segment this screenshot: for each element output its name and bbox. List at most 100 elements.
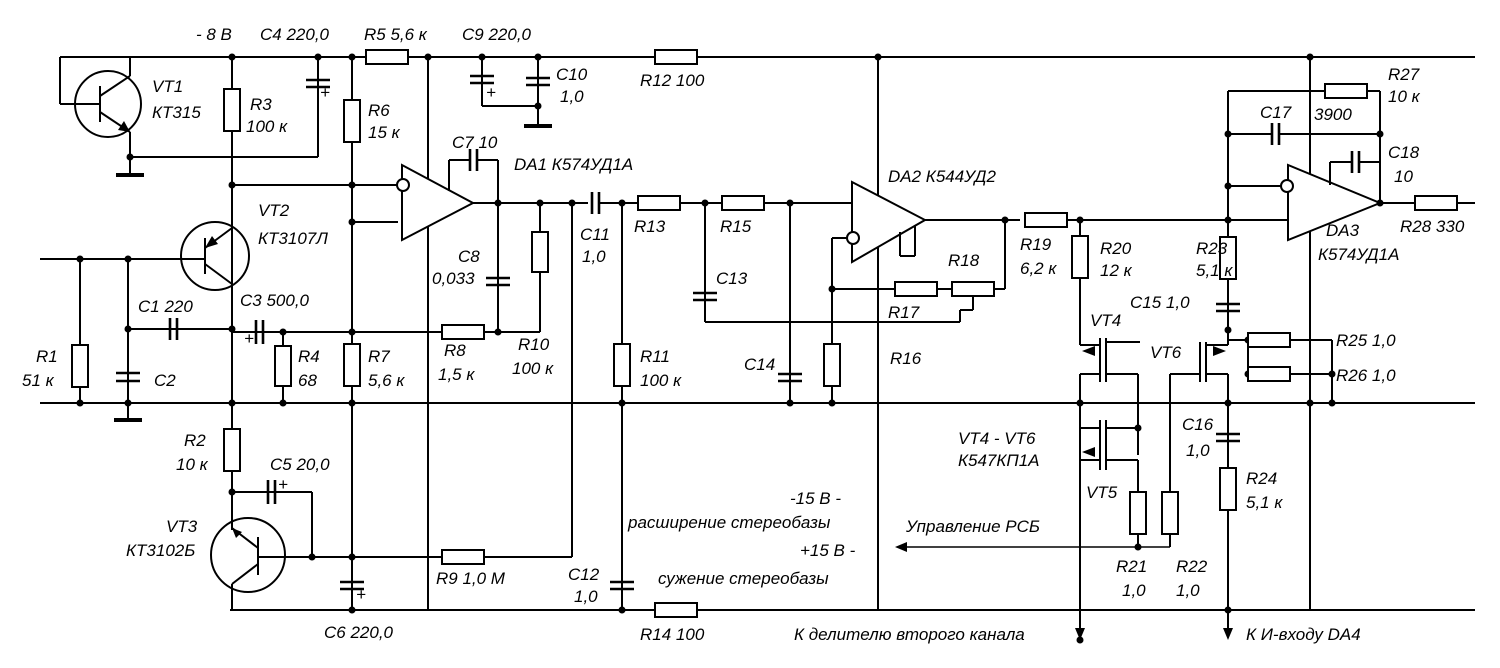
- r4-resistor: [274, 345, 292, 387]
- r2-label: R2: [184, 431, 206, 450]
- r22-resistor: [1161, 491, 1179, 535]
- da4-note: К И-входу DA4: [1246, 625, 1361, 644]
- r8-label: R8: [444, 341, 466, 360]
- vt1-label: VT1: [152, 77, 183, 96]
- vt6-label: VT6: [1150, 343, 1182, 362]
- r17-label: R17: [888, 303, 920, 322]
- r27-resistor: [1324, 83, 1368, 99]
- r11-value: 100 к: [640, 371, 682, 390]
- c8-value: 0,033: [432, 269, 475, 288]
- r20-resistor: [1071, 235, 1089, 279]
- c6-label: C6 220,0: [324, 623, 394, 642]
- c4-label: C4 220,0: [260, 25, 330, 44]
- r28-label: R28 330: [1400, 217, 1465, 236]
- c7-label: C7 10: [452, 133, 498, 152]
- vt1-transistor: [59, 56, 318, 177]
- r24-resistor: [1219, 467, 1237, 511]
- power-rails: [40, 56, 1475, 611]
- r17-resistor: [894, 281, 938, 297]
- r7-value: 5,6 к: [368, 371, 405, 390]
- r4-value: 68: [298, 371, 317, 390]
- vt46-type-label: К547КП1А: [958, 451, 1040, 470]
- r4-label: R4: [298, 347, 320, 366]
- vt3-type: КТ3102Б: [126, 541, 195, 560]
- r21-value: 1,0: [1122, 581, 1146, 600]
- c5-label: C5 20,0: [270, 455, 330, 474]
- r7-label: R7: [368, 347, 390, 366]
- r1-value: 51 к: [22, 371, 55, 390]
- r20-label: R20: [1100, 239, 1132, 258]
- svg-text:+: +: [278, 475, 288, 494]
- r10-resistor: [531, 231, 549, 273]
- r27-label: R27: [1388, 65, 1420, 84]
- widen-note: расширение стереобазы: [627, 513, 831, 532]
- r22-label: R22: [1176, 557, 1208, 576]
- c12-label: C12: [568, 565, 600, 584]
- r11-resistor: [613, 343, 631, 387]
- r13-label: R13: [634, 217, 666, 236]
- r6-resistor: [343, 99, 361, 143]
- r16-label: R16: [890, 349, 922, 368]
- r28-resistor: [1414, 195, 1458, 211]
- da2-label: DA2 К544УД2: [888, 167, 996, 186]
- vt4-label: VT4: [1090, 311, 1121, 330]
- c16-value: 1,0: [1186, 441, 1210, 460]
- r1-resistor: [71, 344, 89, 388]
- vt5-label: VT5: [1086, 483, 1118, 502]
- vt46-range-label: VT4 - VT6: [958, 429, 1036, 448]
- r13-resistor: [637, 195, 681, 211]
- r3-label: R3: [250, 95, 272, 114]
- da3-type: К574УД1А: [1318, 245, 1399, 264]
- r10-label: R10: [518, 335, 550, 354]
- labels: - 8 В C4 220,0 R5 5,6 к C9 220,0 C10 1,0…: [22, 25, 1465, 644]
- r7-resistor: [343, 343, 361, 387]
- r21-label: R21: [1116, 557, 1147, 576]
- c3-label: C3 500,0: [240, 291, 310, 310]
- c12-value: 1,0: [574, 587, 598, 606]
- neg15-note: -15 В -: [790, 489, 841, 508]
- r2-resistor: [223, 428, 241, 472]
- c14-label: C14: [744, 355, 775, 374]
- r23-value: 5,1 к: [1196, 261, 1233, 280]
- r8-value: 1,5 к: [438, 365, 475, 384]
- c15-label: C15 1,0: [1130, 293, 1190, 312]
- c1-label: C1 220: [138, 297, 193, 316]
- r25-label: R25 1,0: [1336, 331, 1396, 350]
- r14-label: R14 100: [640, 625, 705, 644]
- r22-value: 1,0: [1176, 581, 1200, 600]
- vt6-fet: [1199, 342, 1228, 382]
- vt2-label: VT2: [258, 201, 290, 220]
- da3-label: DA3: [1326, 221, 1360, 240]
- svg-text:+: +: [486, 83, 496, 102]
- r24-label: R24: [1246, 469, 1277, 488]
- da1-opamp: [396, 163, 476, 242]
- r19-label: R19: [1020, 235, 1052, 254]
- vt2-transistor: [40, 185, 250, 332]
- r20-value: 12 к: [1100, 261, 1133, 280]
- r9-resistor: [441, 549, 485, 565]
- r18-resistor: [951, 281, 995, 297]
- c11-value: 1,0: [582, 247, 606, 266]
- r6-label: R6: [368, 101, 390, 120]
- r23-resistor: [1219, 236, 1237, 280]
- svg-text:+: +: [244, 329, 254, 348]
- r24-value: 5,1 к: [1246, 493, 1283, 512]
- r8-resistor: [441, 324, 485, 340]
- r26-resistor: [1247, 366, 1291, 382]
- r25-resistor: [1247, 332, 1291, 348]
- c11-label: C11: [580, 225, 610, 244]
- divider-note: К делителю второго канала: [794, 625, 1025, 644]
- da1-label: DA1 К574УД1А: [514, 155, 633, 174]
- vt3-label: VT3: [166, 517, 198, 536]
- c17-label: C17: [1260, 103, 1292, 122]
- c10-value: 1,0: [560, 87, 584, 106]
- r2-value: 10 к: [176, 455, 209, 474]
- c18-value: 10: [1394, 167, 1413, 186]
- r5-label: R5 5,6 к: [364, 25, 428, 44]
- r15-resistor: [721, 195, 765, 211]
- r6-value: 15 к: [368, 123, 401, 142]
- polarity-marks: + + + + +: [244, 83, 496, 604]
- c2-label: C2: [154, 371, 176, 390]
- vt5-fet: [1080, 420, 1138, 470]
